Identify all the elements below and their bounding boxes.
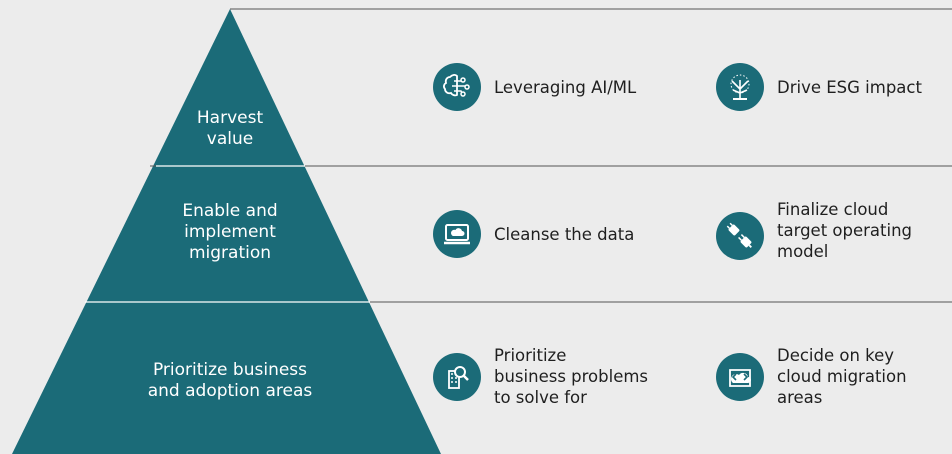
tier-label-prioritize-business: Prioritize business and adoption areas [147, 360, 313, 401]
tier-label-enable-migration: Enable and implement migration [182, 201, 278, 263]
item-drive-esg-impact: Drive ESG impact [716, 63, 922, 111]
ai-brain-icon [433, 63, 481, 111]
item-cleanse-the-data: Cleanse the data [433, 210, 634, 258]
cloud-migration-icon [716, 352, 764, 401]
item-text: Decide on key cloud migration areas [777, 346, 907, 407]
item-prioritize-business-problems: Prioritize business problems to solve fo… [433, 345, 648, 408]
pyramid-shape [12, 9, 441, 454]
plug-connector-icon [716, 211, 764, 260]
item-finalize-cloud-target: Finalize cloud target operating model [716, 199, 912, 262]
tree-icon [716, 63, 764, 111]
item-decide-cloud-migration: Decide on key cloud migration areas [716, 345, 907, 408]
item-text: Cleanse the data [494, 224, 635, 244]
item-text: Drive ESG impact [777, 77, 922, 97]
item-leveraging-ai-ml: Leveraging AI/ML [433, 63, 636, 111]
building-search-icon [433, 352, 481, 401]
item-text: Leveraging AI/ML [494, 77, 637, 97]
item-text: Finalize cloud target operating model [777, 200, 913, 261]
item-text: Prioritize business problems to solve fo… [494, 346, 649, 407]
laptop-cloud-icon [433, 210, 481, 258]
tier-label-harvest-value: Harvest value [196, 108, 264, 149]
